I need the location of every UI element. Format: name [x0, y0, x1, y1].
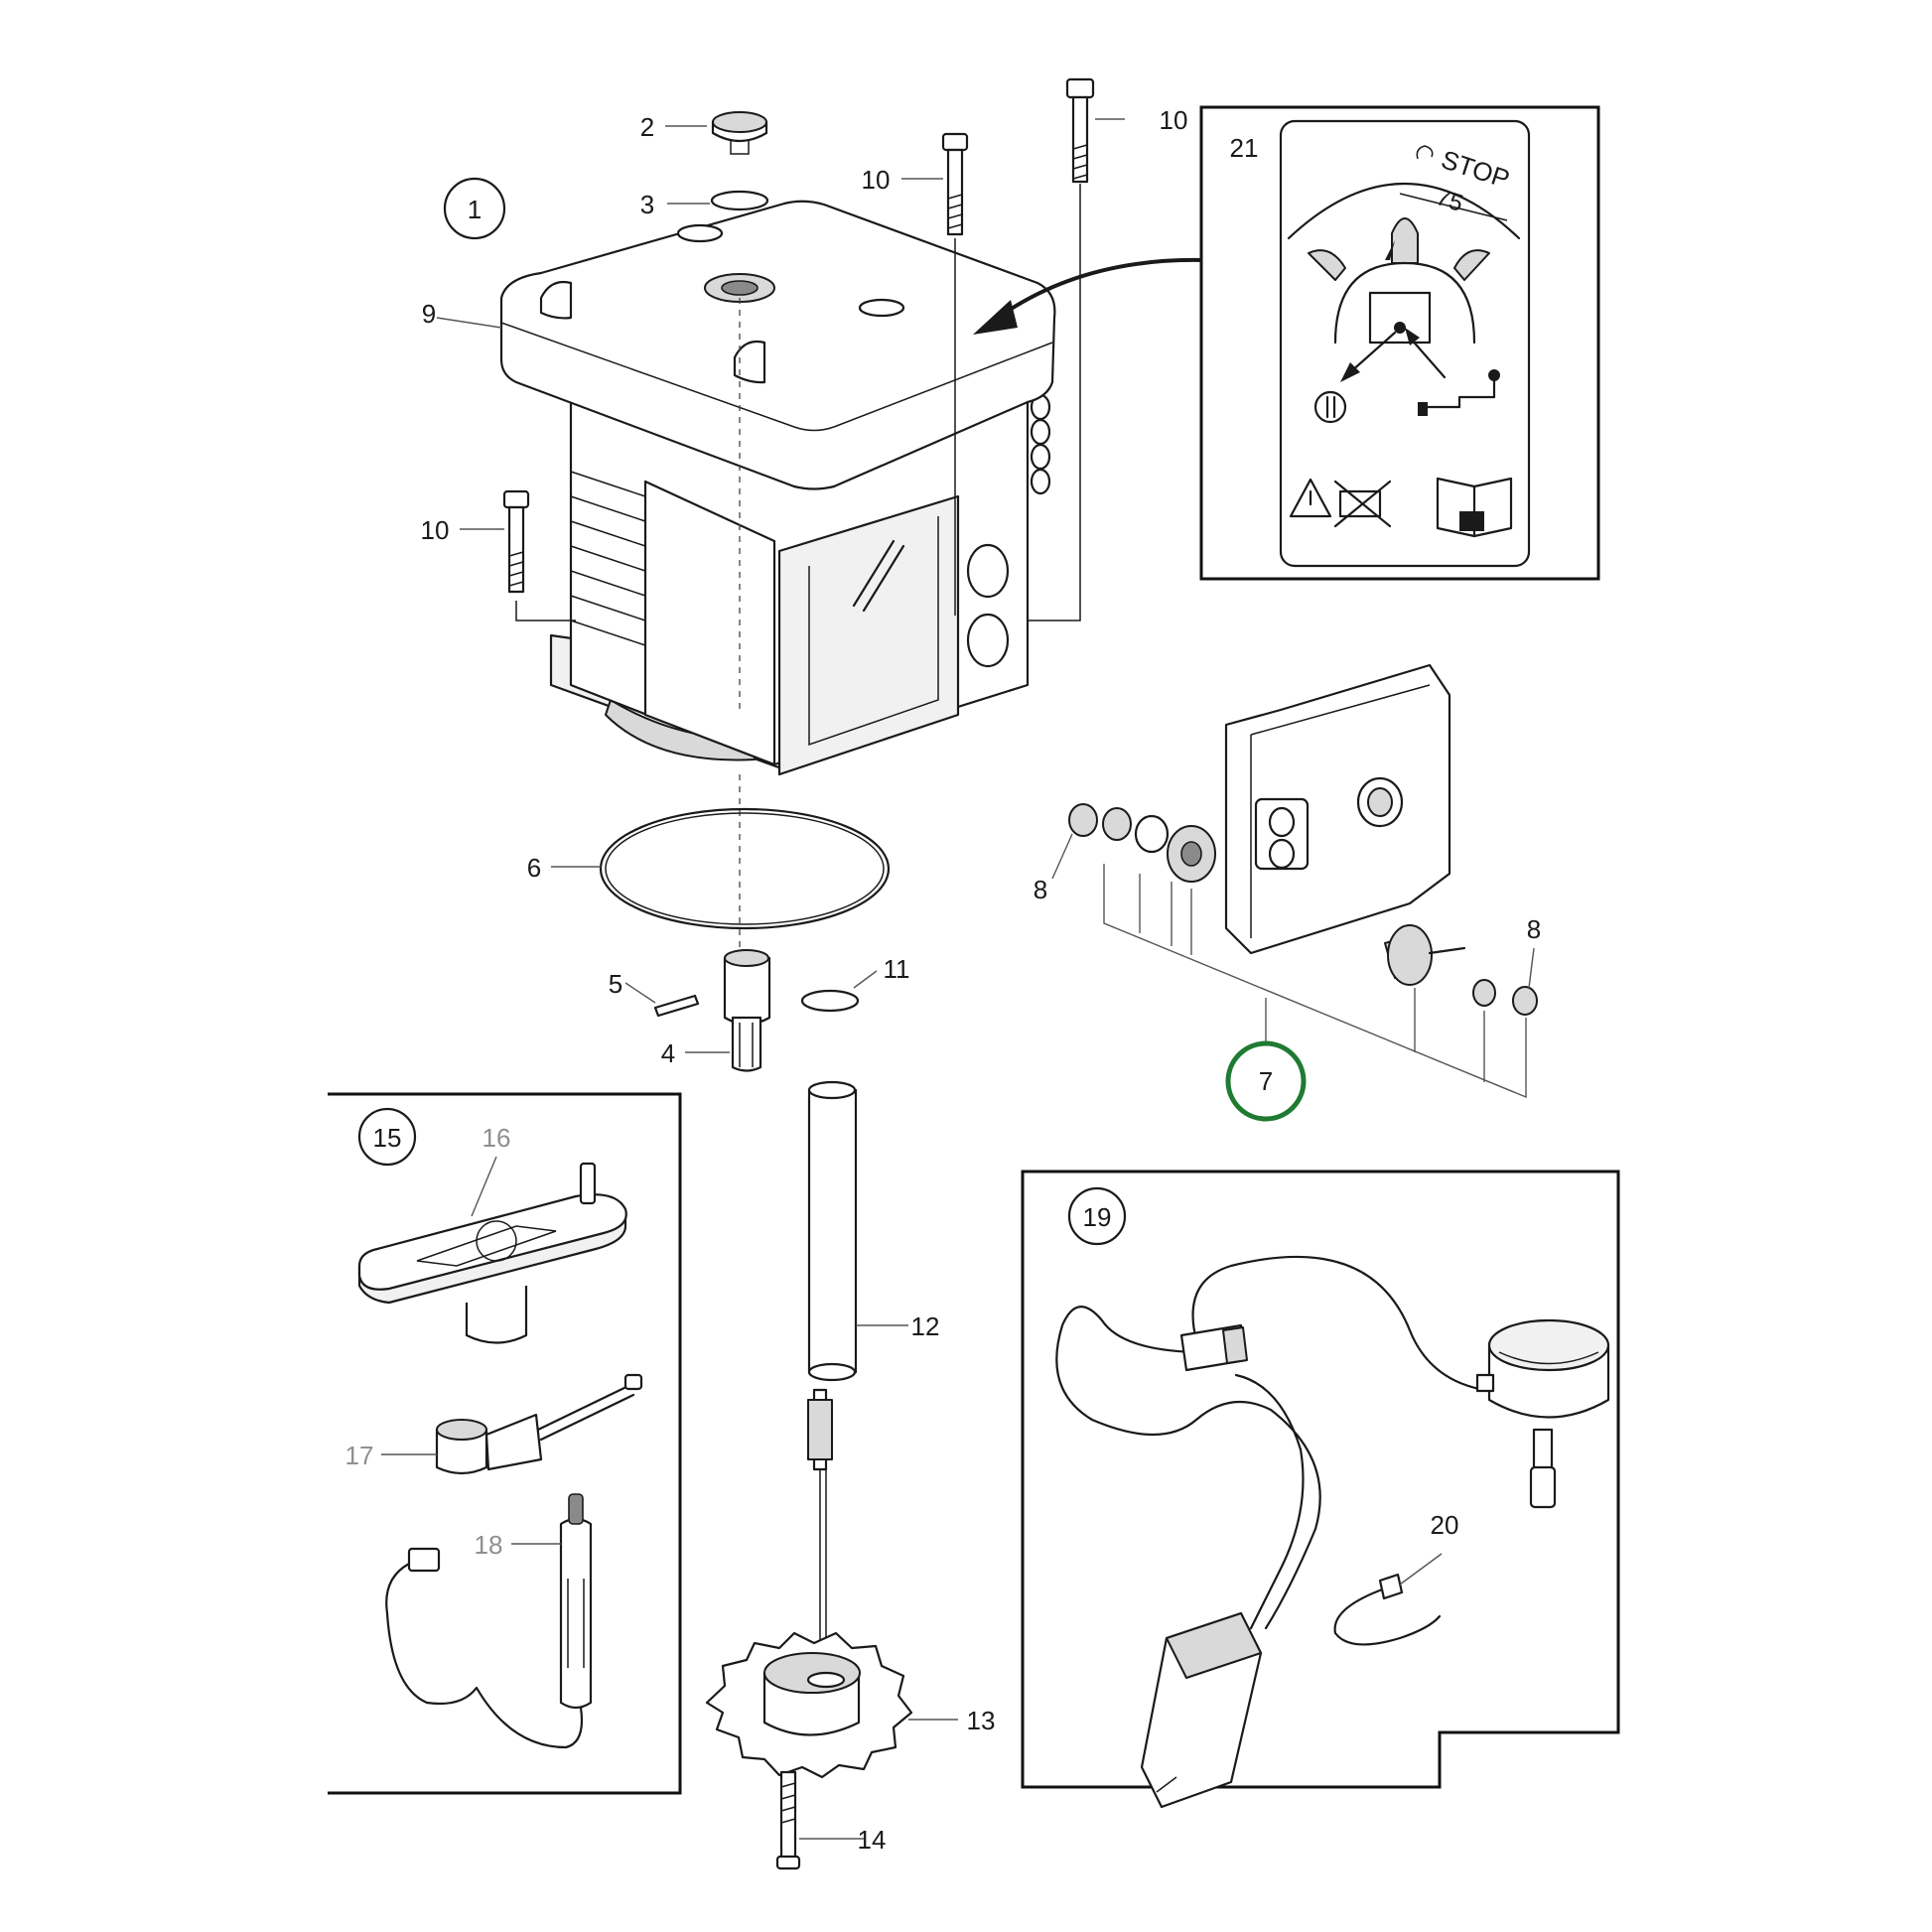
part-17-socket-tool — [435, 1373, 643, 1475]
inset-15-tools-panel — [328, 1092, 682, 1795]
part-10-bolt-top-right — [1028, 77, 1095, 621]
callout-18: 18 — [475, 1530, 503, 1560]
part-14-screw — [775, 1770, 801, 1870]
callout-14: 14 — [858, 1825, 887, 1855]
callout-5: 5 — [609, 969, 622, 999]
part-5-pin — [653, 994, 700, 1018]
callout-leaders — [381, 118, 1535, 1840]
callout-4: 4 — [661, 1038, 675, 1068]
callout-labels: 1 2 3 4 5 6 7 8 8 9 10 10 10 11 12 13 14… — [345, 105, 1542, 1855]
inset-19-sensor-panel — [1021, 1170, 1620, 1809]
stop-circle-icon — [1313, 390, 1347, 424]
part-18-tester — [385, 1493, 593, 1749]
callout-9: 9 — [422, 299, 436, 329]
part-11-o-ring — [800, 989, 860, 1013]
part-3-o-ring — [710, 190, 769, 211]
callout-circle-1 — [443, 177, 506, 240]
manual-book-icon — [1436, 477, 1513, 538]
callout-10-b: 10 — [1160, 105, 1188, 135]
decal-rotate-icon — [1416, 145, 1434, 160]
callout-20: 20 — [1431, 1510, 1459, 1540]
callout-17: 17 — [345, 1441, 374, 1470]
part-2-cap — [711, 111, 768, 155]
part-16-plate — [357, 1162, 627, 1344]
part-12-tube — [807, 1080, 858, 1382]
part-20-cable-tie — [1333, 1573, 1442, 1646]
part-6-o-ring — [599, 807, 891, 930]
actuator-housing — [499, 200, 1056, 983]
part-4-coupling — [723, 949, 771, 1072]
callout-2: 2 — [640, 112, 654, 142]
callout-12: 12 — [911, 1311, 940, 1341]
callout-8-right: 8 — [1527, 914, 1541, 944]
part-10-bolt-top-left — [941, 132, 969, 616]
callout-3: 3 — [640, 190, 654, 219]
highlight-circle-7 — [1225, 1040, 1307, 1122]
callout-11: 11 — [884, 954, 910, 984]
part-10-bolt-left — [502, 489, 576, 621]
part-13-sprocket — [705, 1388, 913, 1779]
callout-21: 21 — [1230, 133, 1259, 163]
callout-10-c: 10 — [421, 515, 450, 545]
inset-pointer-arrow — [973, 257, 1202, 335]
part-7-bracket-assembly — [1068, 663, 1538, 1122]
callout-7: 7 — [1259, 1066, 1273, 1096]
callout-6: 6 — [527, 853, 541, 883]
callout-19: 19 — [1083, 1202, 1112, 1232]
callout-13: 13 — [967, 1706, 996, 1735]
callout-1: 1 — [468, 195, 482, 224]
callout-10-a: 10 — [862, 165, 891, 195]
inset-21-decal-panel — [1199, 105, 1600, 581]
callout-15: 15 — [373, 1123, 402, 1153]
callout-8-left: 8 — [1034, 875, 1047, 904]
callout-16: 16 — [483, 1123, 511, 1153]
callout-circle-19 — [1067, 1186, 1127, 1246]
callout-circle-15 — [357, 1107, 417, 1167]
warning-triangle-icon — [1289, 478, 1332, 518]
oil-can-crossed-icon — [1333, 480, 1392, 528]
